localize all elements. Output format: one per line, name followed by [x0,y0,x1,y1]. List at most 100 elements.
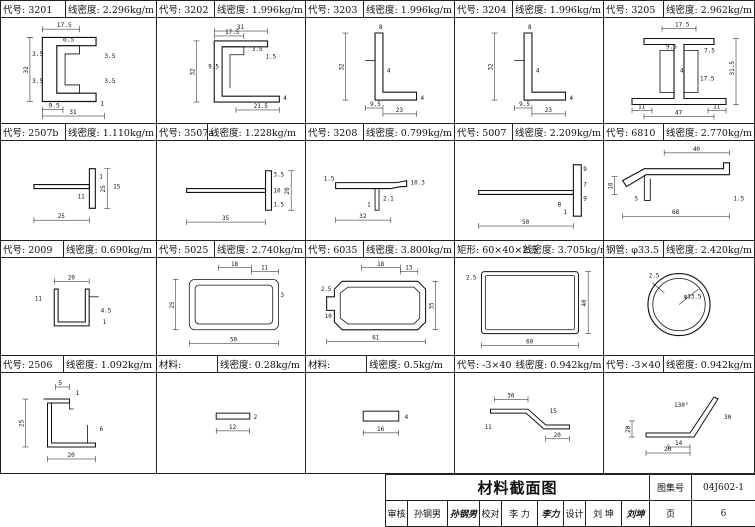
dimension-label: 17.5 [700,76,715,83]
section-density: 线密度: 1.996kg/m [515,5,601,16]
dimension-label: 25 [170,301,176,308]
dimension-label: 4 [536,68,540,74]
section-code: 代号: 3204 [457,5,507,16]
section-header: 材料:线密度: 0.5kg/m [306,356,454,373]
dimension-label: 32 [359,214,367,220]
section-code: 代号: 5025 [159,245,209,256]
dimension-label: 17.5 [675,22,690,29]
dimension-label: 2.5 [321,287,332,293]
section-density: 线密度: 2.740kg/m [217,245,303,256]
profile-outline [194,284,274,325]
dimension-line [707,107,727,114]
dimension-label: 10 [608,182,615,190]
profile-outline [335,179,408,190]
section-header: 代号: 3204 线密度: 1.996kg/m [455,1,603,18]
section-density: 线密度: 0.690kg/m [66,245,152,256]
profile-outline [621,162,731,188]
header-divider [63,356,64,372]
profile-outline [374,188,380,211]
dimension-label: 68 [672,209,680,216]
dimension-label: 20 [664,446,672,453]
section-density: 线密度: 1.228kg/m [210,128,296,139]
profile-outline [339,286,421,325]
dimension-line [585,271,592,334]
section-code: 矩形: 60×40×2.5 [457,245,538,256]
dimension-label: 32 [488,63,494,71]
dimension-label: 3 [280,293,284,299]
dimension-line [362,429,399,436]
dimension-label: 4 [680,68,684,75]
dimension-line [42,26,80,33]
dimension-line [55,384,70,390]
dimension-label: 4 [569,96,573,102]
dimension-label: 3.5 [104,53,115,60]
dimension-label: 3.5 [32,78,43,85]
profile-outline [572,164,582,217]
profile-svg: 212 [215,412,258,434]
section-density: 线密度: 2.962kg/m [666,5,752,16]
dimension-label: 4 [283,96,287,102]
dimension-label: 9.5 [49,103,60,110]
section-code: 代号: 2506 [3,360,53,371]
dimension-line [631,107,653,114]
dimension-label: 9.5 [519,102,530,108]
section-code: 代号: 3205 [606,5,656,16]
section-density: 线密度: 0.942kg/m [666,360,752,371]
section-density: 线密度: 3.705kg/m [523,245,603,256]
profile-outline [652,282,699,305]
section-header: 代号: 2009 线密度: 0.690kg/m [1,241,156,258]
dimension-label: 1 [564,210,568,216]
dimension-label: 31 [69,109,77,116]
section-header: 代号: 3205 线密度: 2.962kg/m [604,1,754,18]
profile-outline [264,170,272,211]
drawing-title: 材料截面图 [386,475,650,501]
header-divider [63,241,64,257]
dimension-line [645,450,691,456]
dimension-label: 23 [545,108,553,114]
dimension-line [22,398,29,448]
dimension-label: 18 [377,262,384,268]
dimension-line [622,213,730,220]
section-code: 代号: 3203 [308,5,358,16]
section-code: 代号: 2009 [3,245,53,256]
dimension-label: 2 [254,415,258,421]
review-signature: 孙钢男 [448,501,480,527]
dimension-line [364,105,384,111]
dimension-label: 23 [396,108,404,114]
section-code: 代号: 6035 [308,245,358,256]
dimension-label: 7 [583,183,587,189]
section-density: 线密度: 2.296kg/m [68,5,154,16]
dimension-label: 50 [522,220,530,226]
dimension-label: 4.5 [101,308,112,314]
profile-svg: 416 [362,410,409,436]
section-code: 代号: 3208 [308,128,358,139]
section-code: 钢管: φ33.5 [606,245,660,256]
dimension-label: 9.5 [370,102,381,108]
dimension-label: 6 [100,426,104,433]
